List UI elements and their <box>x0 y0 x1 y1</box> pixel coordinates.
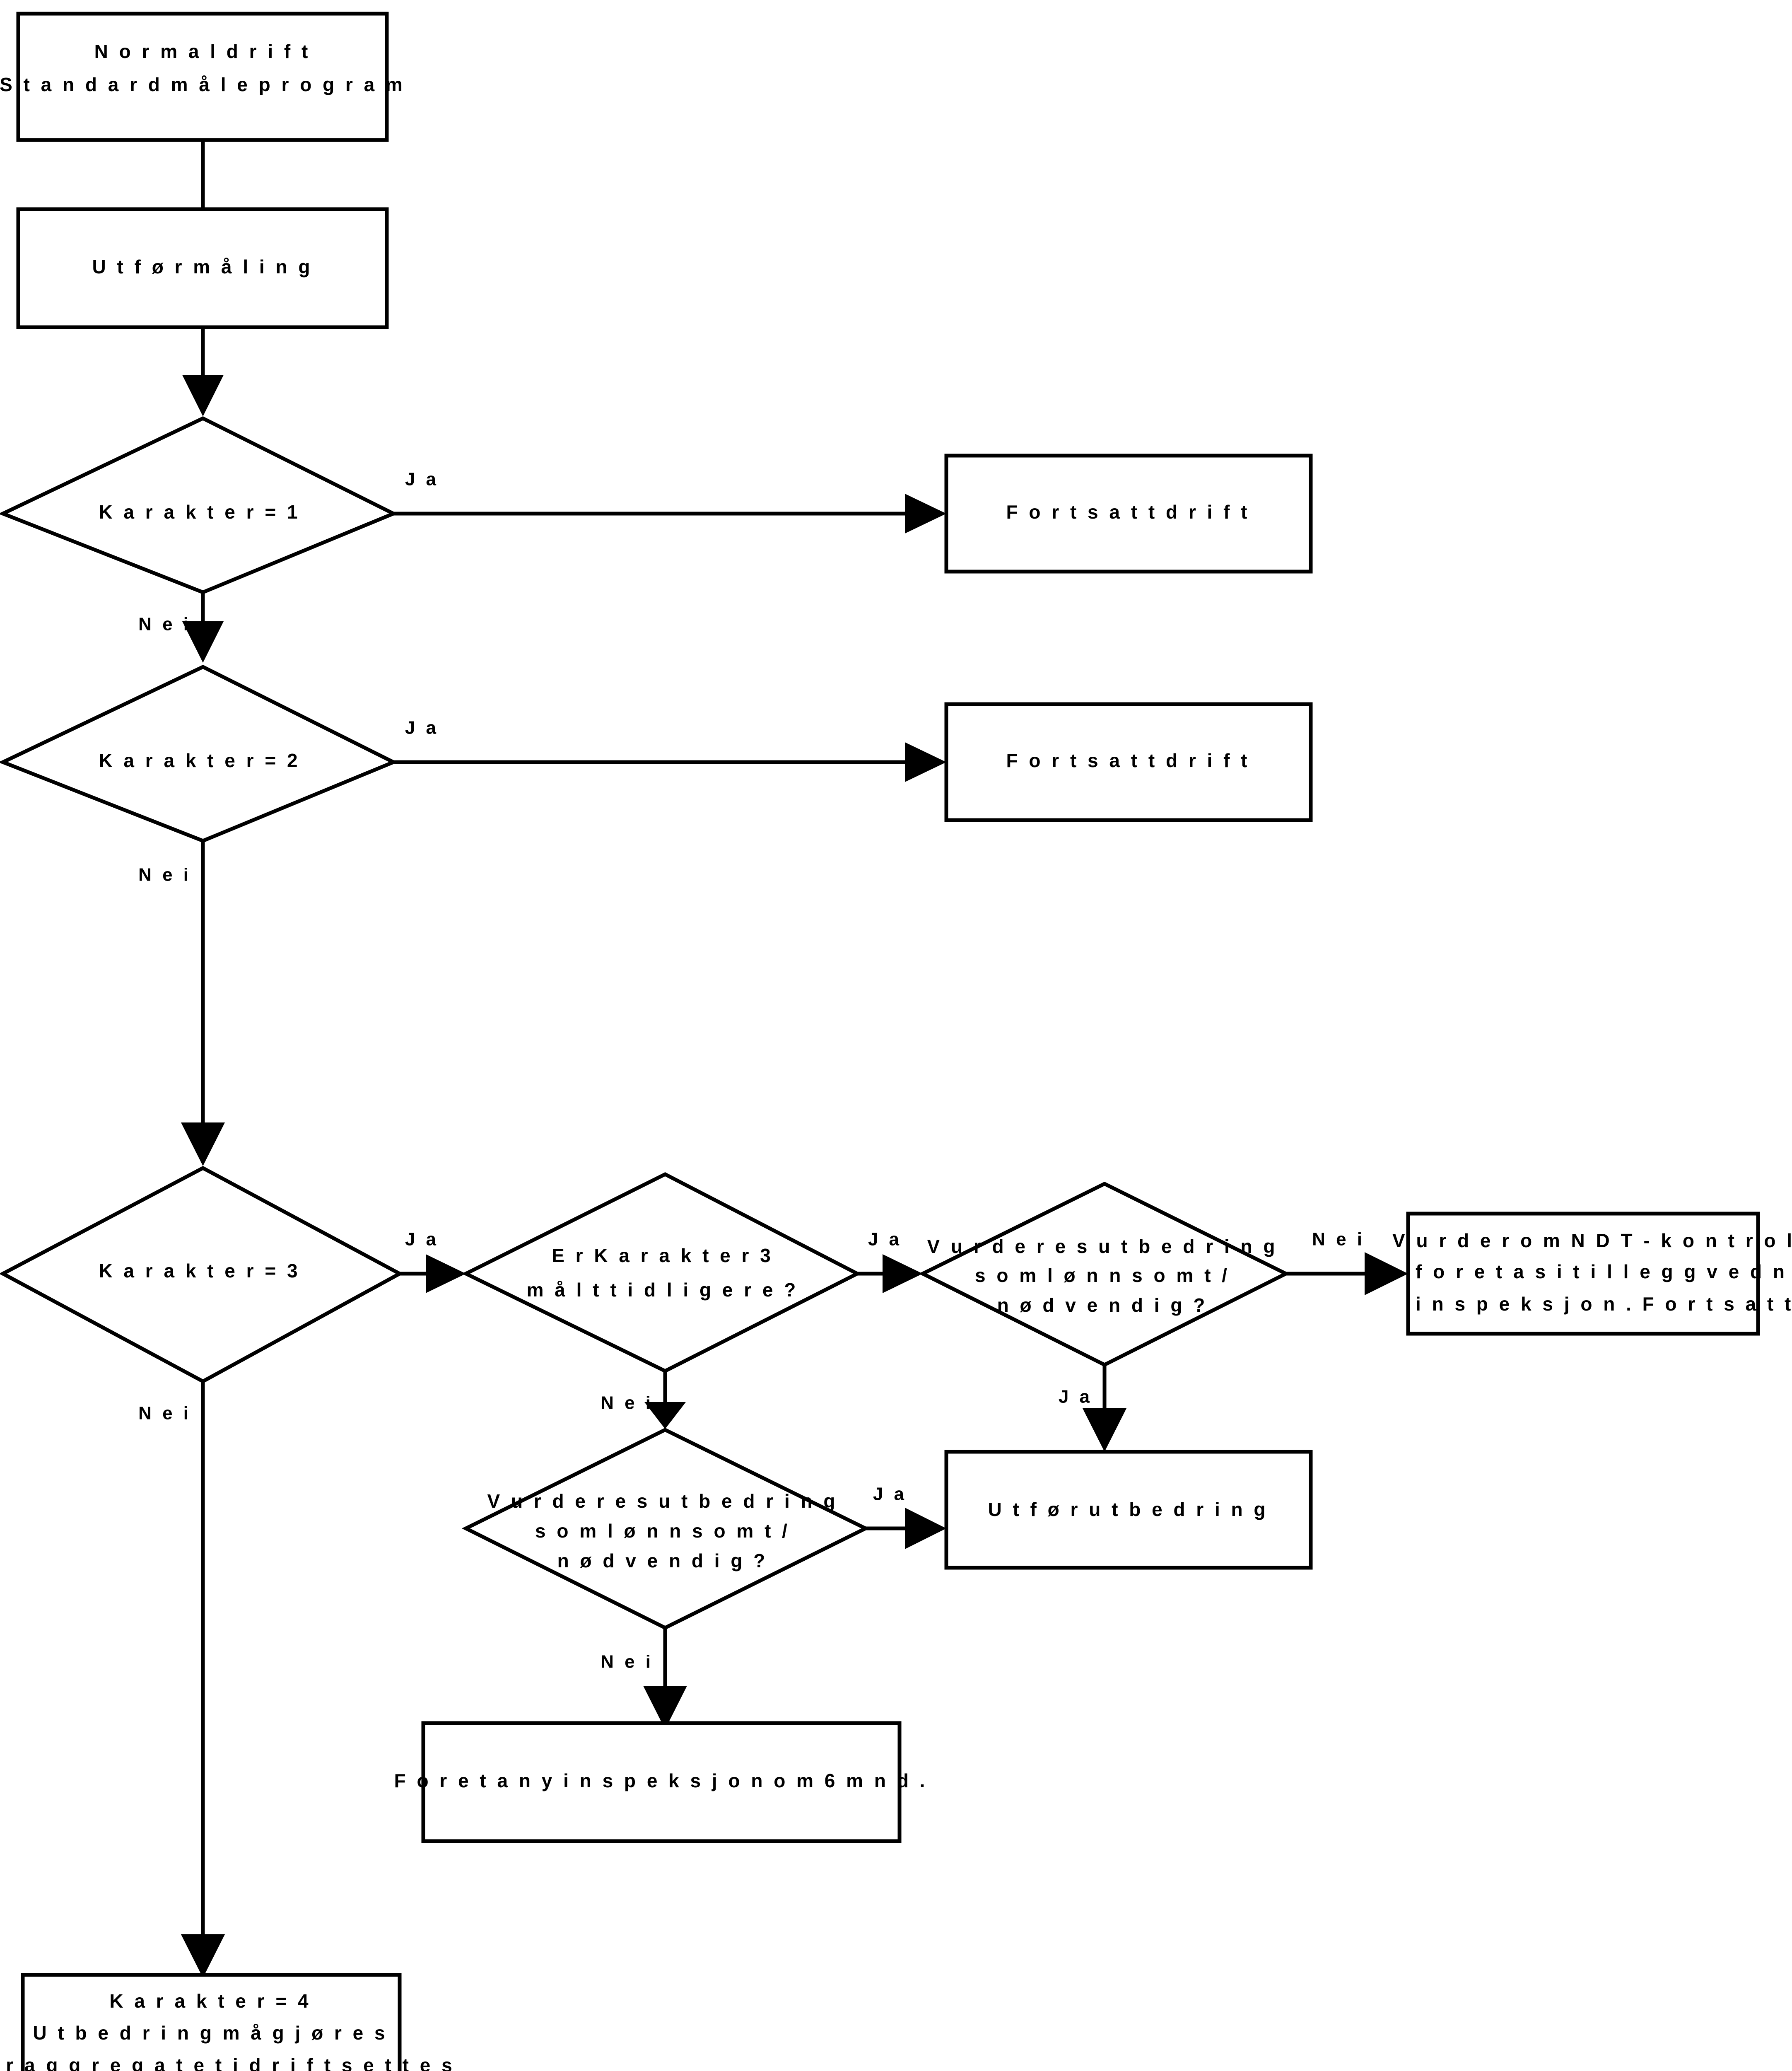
edge-vurdereslower-ja-to-utforutbedring <box>866 1508 946 1549</box>
node-karakter-4[interactable]: K a r a k t e r = 4 U t b e d r i n g m … <box>0 1973 455 2071</box>
edge-vurdereslower-nei-to-foretanyinspeksjon <box>643 1628 687 1729</box>
edge-karakter3-ja-to-erkarakter3 <box>400 1254 466 1293</box>
vurderes-upper-line3: n ø d v e n d i g ? <box>997 1294 1208 1316</box>
edge-label-erkarakter3-nei: N e i <box>601 1393 654 1413</box>
vurderes-lower-line3: n ø d v e n d i g ? <box>557 1550 768 1571</box>
node-karakter-3[interactable]: K a r a k t e r = 3 <box>0 1166 404 1384</box>
node-normal-drift[interactable]: N o r m a l d r i f t S t a n d a r d m … <box>0 12 405 142</box>
node-utfor-utbedring[interactable]: U t f ø r u t b e d r i n g <box>944 1450 1313 1570</box>
node-utfor-maling[interactable]: U t f ø r m å l i n g <box>16 207 389 329</box>
edge-karakter1-nei-to-karakter2 <box>182 592 224 663</box>
edge-karakter1-ja-to-fortsattdrift1 <box>393 494 946 533</box>
ndt-kontroll-line3: i n s p e k s j o n . F o r t s a t t d … <box>1416 1293 1792 1315</box>
vurderes-upper-line1: V u r d e r e s u t b e d r i n g <box>927 1236 1278 1257</box>
edge-erkarakter3-ja-to-vurderesupper <box>857 1254 923 1293</box>
node-vurderes-utbedring-upper[interactable]: V u r d e r e s u t b e d r i n g s o m … <box>918 1181 1290 1367</box>
normal-drift-line1: N o r m a l d r i f t <box>94 41 311 62</box>
edge-vurderesupper-ja-to-utforutbedring <box>1083 1365 1126 1452</box>
karakter-4-line2: U t b e d r i n g m å g j ø r e s <box>33 2022 388 2044</box>
edge-label-erkarakter3-ja: J a <box>868 1229 902 1250</box>
karakter-1-line1: K a r a k t e r = 1 <box>99 501 300 523</box>
utfor-utbedring-line1: U t f ø r u t b e d r i n g <box>988 1499 1268 1520</box>
er-karakter-3-line1: E r K a r a k t e r 3 <box>552 1245 774 1266</box>
edge-label-karakter3-nei: N e i <box>138 1403 191 1424</box>
edge-label-vurdereslower-ja: J a <box>873 1484 907 1504</box>
er-karakter-3-line2: m å l t t i d l i g e r e ? <box>527 1279 799 1301</box>
edge-label-karakter1-ja: J a <box>405 469 439 490</box>
node-er-karakter-3-malt[interactable]: E r K a r a k t e r 3 m å l t t i d l i … <box>461 1172 861 1373</box>
ndt-kontroll-line2: f o r e t a s i t i l l e g g v e d n e … <box>1416 1261 1792 1282</box>
edge-label-karakter2-nei: N e i <box>138 865 191 885</box>
edge-label-karakter1-nei: N e i <box>138 614 191 635</box>
edge-label-vurderesupper-ja: J a <box>1059 1387 1093 1407</box>
edge-label-karakter2-ja: J a <box>405 718 439 738</box>
edge-karakter3-nei-to-karakter4 <box>181 1381 225 1978</box>
node-foreta-ny-inspeksjon[interactable]: F o r e t a n y i n s p e k s j o n o m … <box>394 1721 928 1843</box>
edge-karakter2-ja-to-fortsattdrift2 <box>393 742 946 782</box>
karakter-4-line3: f ø r a g g r e g a t e t i d r i f t s … <box>0 2054 455 2071</box>
node-ndt-kontroll[interactable]: V u r d e r o m N D T - k o n t r o l l … <box>1392 1212 1792 1336</box>
fortsatt-drift-1-line1: F o r t s a t t d r i f t <box>1006 501 1250 523</box>
vurderes-lower-line2: s o m l ø n n s o m t / <box>535 1520 790 1542</box>
karakter-2-line1: K a r a k t e r = 2 <box>99 750 300 771</box>
edge-label-vurderesupper-nei: N e i <box>1312 1229 1365 1250</box>
edge-label-karakter3-ja: J a <box>405 1229 439 1250</box>
edge-karakter2-nei-to-karakter3 <box>181 841 225 1166</box>
utfor-maling-line1: U t f ø r m å l i n g <box>92 256 313 278</box>
vurderes-lower-line1: V u r d e r e s u t b e d r i n g <box>487 1490 838 1512</box>
node-vurderes-utbedring-lower[interactable]: V u r d e r e s u t b e d r i n g s o m … <box>461 1427 870 1630</box>
normal-drift-line2: S t a n d a r d m å l e p r o g r a m <box>0 74 405 95</box>
node-fortsatt-drift-1[interactable]: F o r t s a t t d r i f t <box>944 454 1313 574</box>
fortsatt-drift-2-line1: F o r t s a t t d r i f t <box>1006 750 1250 771</box>
edge-vurderesupper-nei-to-ndt <box>1286 1252 1408 1295</box>
node-karakter-1[interactable]: K a r a k t e r = 1 <box>0 416 398 594</box>
ndt-kontroll-line1: V u r d e r o m N D T - k o n t r o l l … <box>1392 1230 1792 1251</box>
foreta-ny-inspeksjon-line1: F o r e t a n y i n s p e k s j o n o m … <box>394 1770 928 1791</box>
karakter-3-line1: K a r a k t e r = 3 <box>99 1260 300 1282</box>
edge-utformaling-to-karakter1 <box>182 327 224 416</box>
edge-erkarakter3-nei-to-vurdereslower <box>644 1371 686 1429</box>
node-karakter-2[interactable]: K a r a k t e r = 2 <box>0 664 398 843</box>
edge-label-vurdereslower-nei: N e i <box>601 1652 654 1672</box>
vurderes-upper-line2: s o m l ø n n s o m t / <box>975 1265 1230 1286</box>
karakter-4-line1: K a r a k t e r = 4 <box>109 1990 311 2012</box>
node-fortsatt-drift-2[interactable]: F o r t s a t t d r i f t <box>944 702 1313 822</box>
